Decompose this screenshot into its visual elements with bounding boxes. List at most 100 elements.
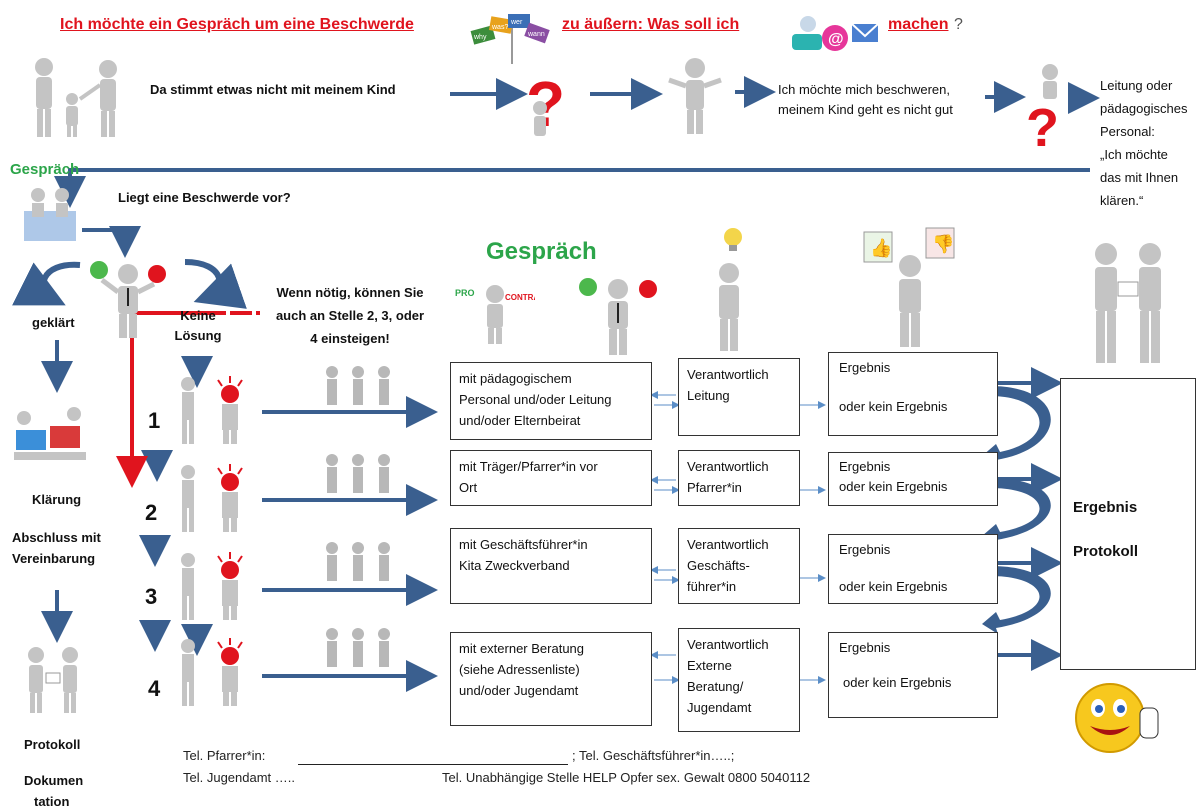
responsible-3-line-2: Geschäfts-: [687, 558, 750, 573]
group-figures-icon-3: [318, 540, 398, 584]
shrugging-figure-icon: [665, 56, 725, 136]
decision-figure-icon: [88, 260, 168, 340]
question-complaint: Liegt eine Beschwerde vor?: [118, 190, 291, 205]
thumbs-figure-icon: 👍 👎: [860, 226, 960, 350]
sign-why: why: [473, 34, 487, 41]
handshake-figures-icon: [18, 645, 88, 715]
conflict-figures-icon-3: [172, 548, 262, 622]
partner-1-line-2: Personal und/oder Leitung: [459, 392, 612, 407]
svg-text:👎: 👎: [932, 234, 954, 254]
agreement-figures-icon: [1078, 240, 1178, 368]
contact-line-2: pädagogisches: [1100, 101, 1188, 116]
contact-line-6: klären.“: [1100, 193, 1144, 208]
protocol-label: Protokoll: [24, 737, 81, 752]
partner-box-2: mit Träger/Pfarrer*in vor Ort: [450, 450, 652, 506]
responsible-4-line-2: Externe: [687, 658, 732, 673]
conflict-figures-icon-2: [172, 460, 262, 534]
hint-line-2: auch an Stelle 2, 3, oder: [275, 308, 425, 323]
sign-wann: wann: [527, 31, 545, 38]
partner-3-line-2: Kita Zweckverband: [459, 558, 570, 573]
group-figures-icon-2: [318, 452, 398, 496]
footer-pfarrer-blank: [298, 764, 568, 765]
complaint-line-1: Ich möchte mich beschweren,: [778, 82, 950, 97]
result-2: Ergebnis: [839, 459, 891, 474]
question-figure-icon-2: ?: [1018, 62, 1076, 158]
contact-line-5: das mit Ihnen: [1100, 170, 1179, 185]
footer-geschaeftsfuehrer: ; Tel. Geschäftsführer*in…..;: [572, 748, 735, 763]
parent-child-figures: [20, 55, 130, 140]
puzzle-figures-icon: [10, 400, 90, 470]
complaint-line-2: meinem Kind geht es nicht gut: [778, 102, 953, 117]
partner-box-3: mit Geschäftsführer*in Kita Zweckverband: [450, 528, 652, 604]
sign-was: was?: [491, 24, 508, 31]
partner-box-1: mit pädagogischem Personal und/oder Leit…: [450, 362, 652, 440]
step-number-4: 4: [148, 676, 161, 701]
step-number-3: 3: [145, 584, 158, 609]
final-result-label: Ergebnis: [1073, 499, 1138, 516]
responsible-4-line-1: Verantwortlich: [687, 637, 769, 652]
smiley-decision-figure-icon: [578, 275, 658, 357]
hint-line-3: 4 einsteigen!: [310, 331, 390, 346]
footer-jugendamt: Tel. Jugendamt …..: [183, 770, 295, 785]
gespraech-label: Gespräch: [10, 161, 80, 178]
group-figures-icon-4: [318, 626, 398, 670]
partner-4-line-3: und/oder Jugendamt: [459, 683, 579, 698]
svg-text:👍: 👍: [870, 237, 892, 258]
result-3: Ergebnis: [839, 542, 891, 557]
conflict-figures-icon-4: [172, 634, 262, 708]
final-protocol-label: Protokoll: [1073, 543, 1139, 560]
result-4: Ergebnis: [839, 640, 891, 655]
contact-icons: @: [790, 14, 880, 54]
step-number-2: 2: [145, 500, 158, 525]
title-part-1: Ich möchte ein Gespräch um eine Beschwer…: [60, 16, 414, 33]
responsible-box-4: Verantwortlich Externe Beratung/ Jugenda…: [678, 628, 800, 732]
no-result-1: oder kein Ergebnis: [839, 399, 948, 414]
no-result-2: oder kein Ergebnis: [839, 479, 948, 494]
question-signpost-icon: why was? wer wann: [470, 14, 550, 64]
sign-wer: wer: [510, 19, 523, 26]
responsible-3-line-1: Verantwortlich: [687, 537, 769, 552]
conflict-figures-icon-1: [172, 372, 262, 446]
result-box-1: Ergebnis oder kein Ergebnis: [828, 352, 998, 436]
responsible-box-3: Verantwortlich Geschäfts- führer*in: [678, 528, 800, 604]
result-box-3: Ergebnis oder kein Ergebnis: [828, 534, 998, 604]
conclusion-line-2: Vereinbarung: [12, 551, 96, 566]
partner-2-line-2: Ort: [459, 480, 478, 495]
clarification-label: Klärung: [32, 492, 82, 507]
pro-contra-figure-icon: PRO CONTRA: [455, 282, 539, 346]
footer-help-line: Tel. Unabhängige Stelle HELP Opfer sex. …: [442, 770, 811, 785]
step-number-1: 1: [148, 408, 161, 433]
result-1: Ergebnis: [839, 360, 891, 375]
result-box-4: Ergebnis oder kein Ergebnis: [828, 632, 998, 718]
contact-line-4: „Ich möchte: [1100, 147, 1168, 162]
responsible-3-line-3: führer*in: [687, 579, 737, 594]
responsible-4-line-4: Jugendamt: [687, 700, 752, 715]
question-figure-icon: ?: [520, 58, 580, 140]
gespraech-heading: Gespräch: [486, 238, 597, 265]
responsible-box-2: Verantwortlich Pfarrer*in: [678, 450, 800, 506]
contact-line-3: Personal:: [1100, 124, 1155, 139]
responsible-box-1: Verantwortlich Leitung: [678, 358, 800, 436]
no-result-4: oder kein Ergebnis: [843, 675, 952, 690]
contact-line-1: Leitung oder: [1100, 78, 1173, 93]
title-part-2: zu äußern: Was soll ich: [562, 16, 740, 33]
documentation-line-1: Dokumen: [24, 773, 84, 788]
pro-label: PRO: [455, 288, 475, 298]
no-solution-line-1: Keine: [180, 308, 216, 323]
responsible-1-line-2: Leitung: [687, 388, 730, 403]
partner-1-line-3: und/oder Elternbeirat: [459, 413, 581, 428]
group-figures-icon-1: [318, 364, 398, 408]
documentation-line-2: tation: [34, 794, 70, 809]
resolved-label: geklärt: [32, 315, 75, 330]
svg-text:?: ?: [1026, 98, 1059, 152]
conclusion-line-1: Abschluss mit: [12, 530, 101, 545]
partner-1-line-1: mit pädagogischem: [459, 371, 572, 386]
contra-label: CONTRA: [505, 293, 535, 302]
no-result-3: oder kein Ergebnis: [839, 579, 948, 594]
partner-3-line-1: mit Geschäftsführer*in: [459, 537, 588, 552]
idea-figure-icon: [705, 225, 755, 353]
responsible-4-line-3: Beratung/: [687, 679, 744, 694]
responsible-2-line-2: Pfarrer*in: [687, 480, 742, 495]
partner-4-line-1: mit externer Beratung: [459, 641, 585, 656]
footer-pfarrer: Tel. Pfarrer*in:: [183, 748, 266, 763]
